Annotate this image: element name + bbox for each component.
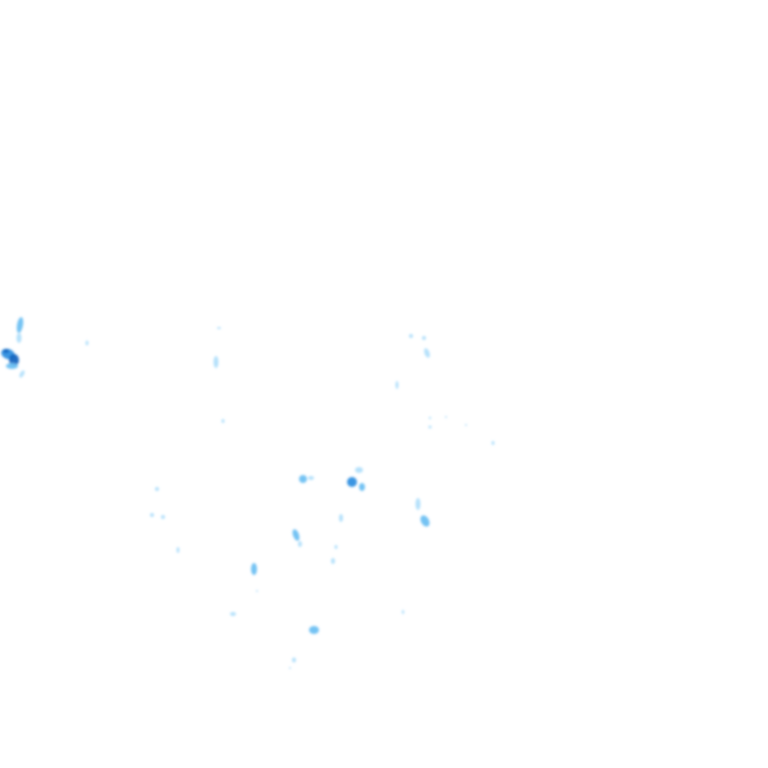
radar-echo-light bbox=[213, 356, 219, 368]
radar-echo-light bbox=[176, 547, 180, 553]
radar-echo-moderate bbox=[6, 363, 18, 369]
radar-echo-light bbox=[428, 416, 432, 420]
radar-echo-moderate bbox=[16, 317, 24, 333]
radar-echo-light bbox=[445, 416, 447, 418]
radar-echo-light bbox=[331, 558, 335, 564]
radar-echo-light bbox=[409, 334, 413, 338]
radar-echo-intense bbox=[3, 349, 9, 353]
radar-echo-light bbox=[465, 424, 467, 426]
radar-echo-heavy bbox=[347, 477, 357, 487]
radar-echo-moderate bbox=[251, 563, 257, 575]
radar-echo-moderate bbox=[292, 529, 300, 541]
radar-echo-light bbox=[85, 340, 89, 346]
radar-echo-light bbox=[155, 487, 159, 491]
radar-echo-light bbox=[491, 441, 495, 445]
radar-echo-light bbox=[401, 610, 405, 614]
radar-echo-intense bbox=[9, 354, 19, 366]
radar-echo-light bbox=[16, 333, 22, 343]
radar-echo-moderate bbox=[420, 515, 430, 527]
radar-echo-light bbox=[424, 348, 430, 358]
radar-echo-light bbox=[355, 467, 363, 473]
radar-echo-light bbox=[221, 419, 225, 423]
radar-echo-light bbox=[19, 370, 25, 378]
radar-echo-light bbox=[256, 590, 258, 592]
radar-echo-light bbox=[298, 541, 302, 547]
radar-echo-light bbox=[428, 425, 432, 429]
radar-echo-group bbox=[1, 317, 495, 669]
radar-echo-light bbox=[161, 515, 165, 519]
radar-echo-moderate bbox=[359, 483, 365, 491]
radar-echo-light bbox=[230, 612, 236, 616]
radar-echo-light bbox=[395, 381, 399, 389]
radar-echo-light bbox=[415, 498, 421, 510]
radar-echo-light bbox=[289, 667, 291, 669]
radar-echo-light bbox=[308, 476, 314, 480]
radar-echo-light bbox=[292, 657, 296, 663]
radar-echo-light bbox=[422, 336, 426, 340]
radar-echo-light bbox=[217, 327, 221, 329]
radar-echo-light bbox=[334, 545, 338, 549]
radar-echo-moderate bbox=[309, 626, 319, 634]
radar-echo-light bbox=[339, 514, 343, 522]
radar-echo-moderate bbox=[299, 475, 307, 483]
radar-echo-light bbox=[150, 513, 154, 517]
